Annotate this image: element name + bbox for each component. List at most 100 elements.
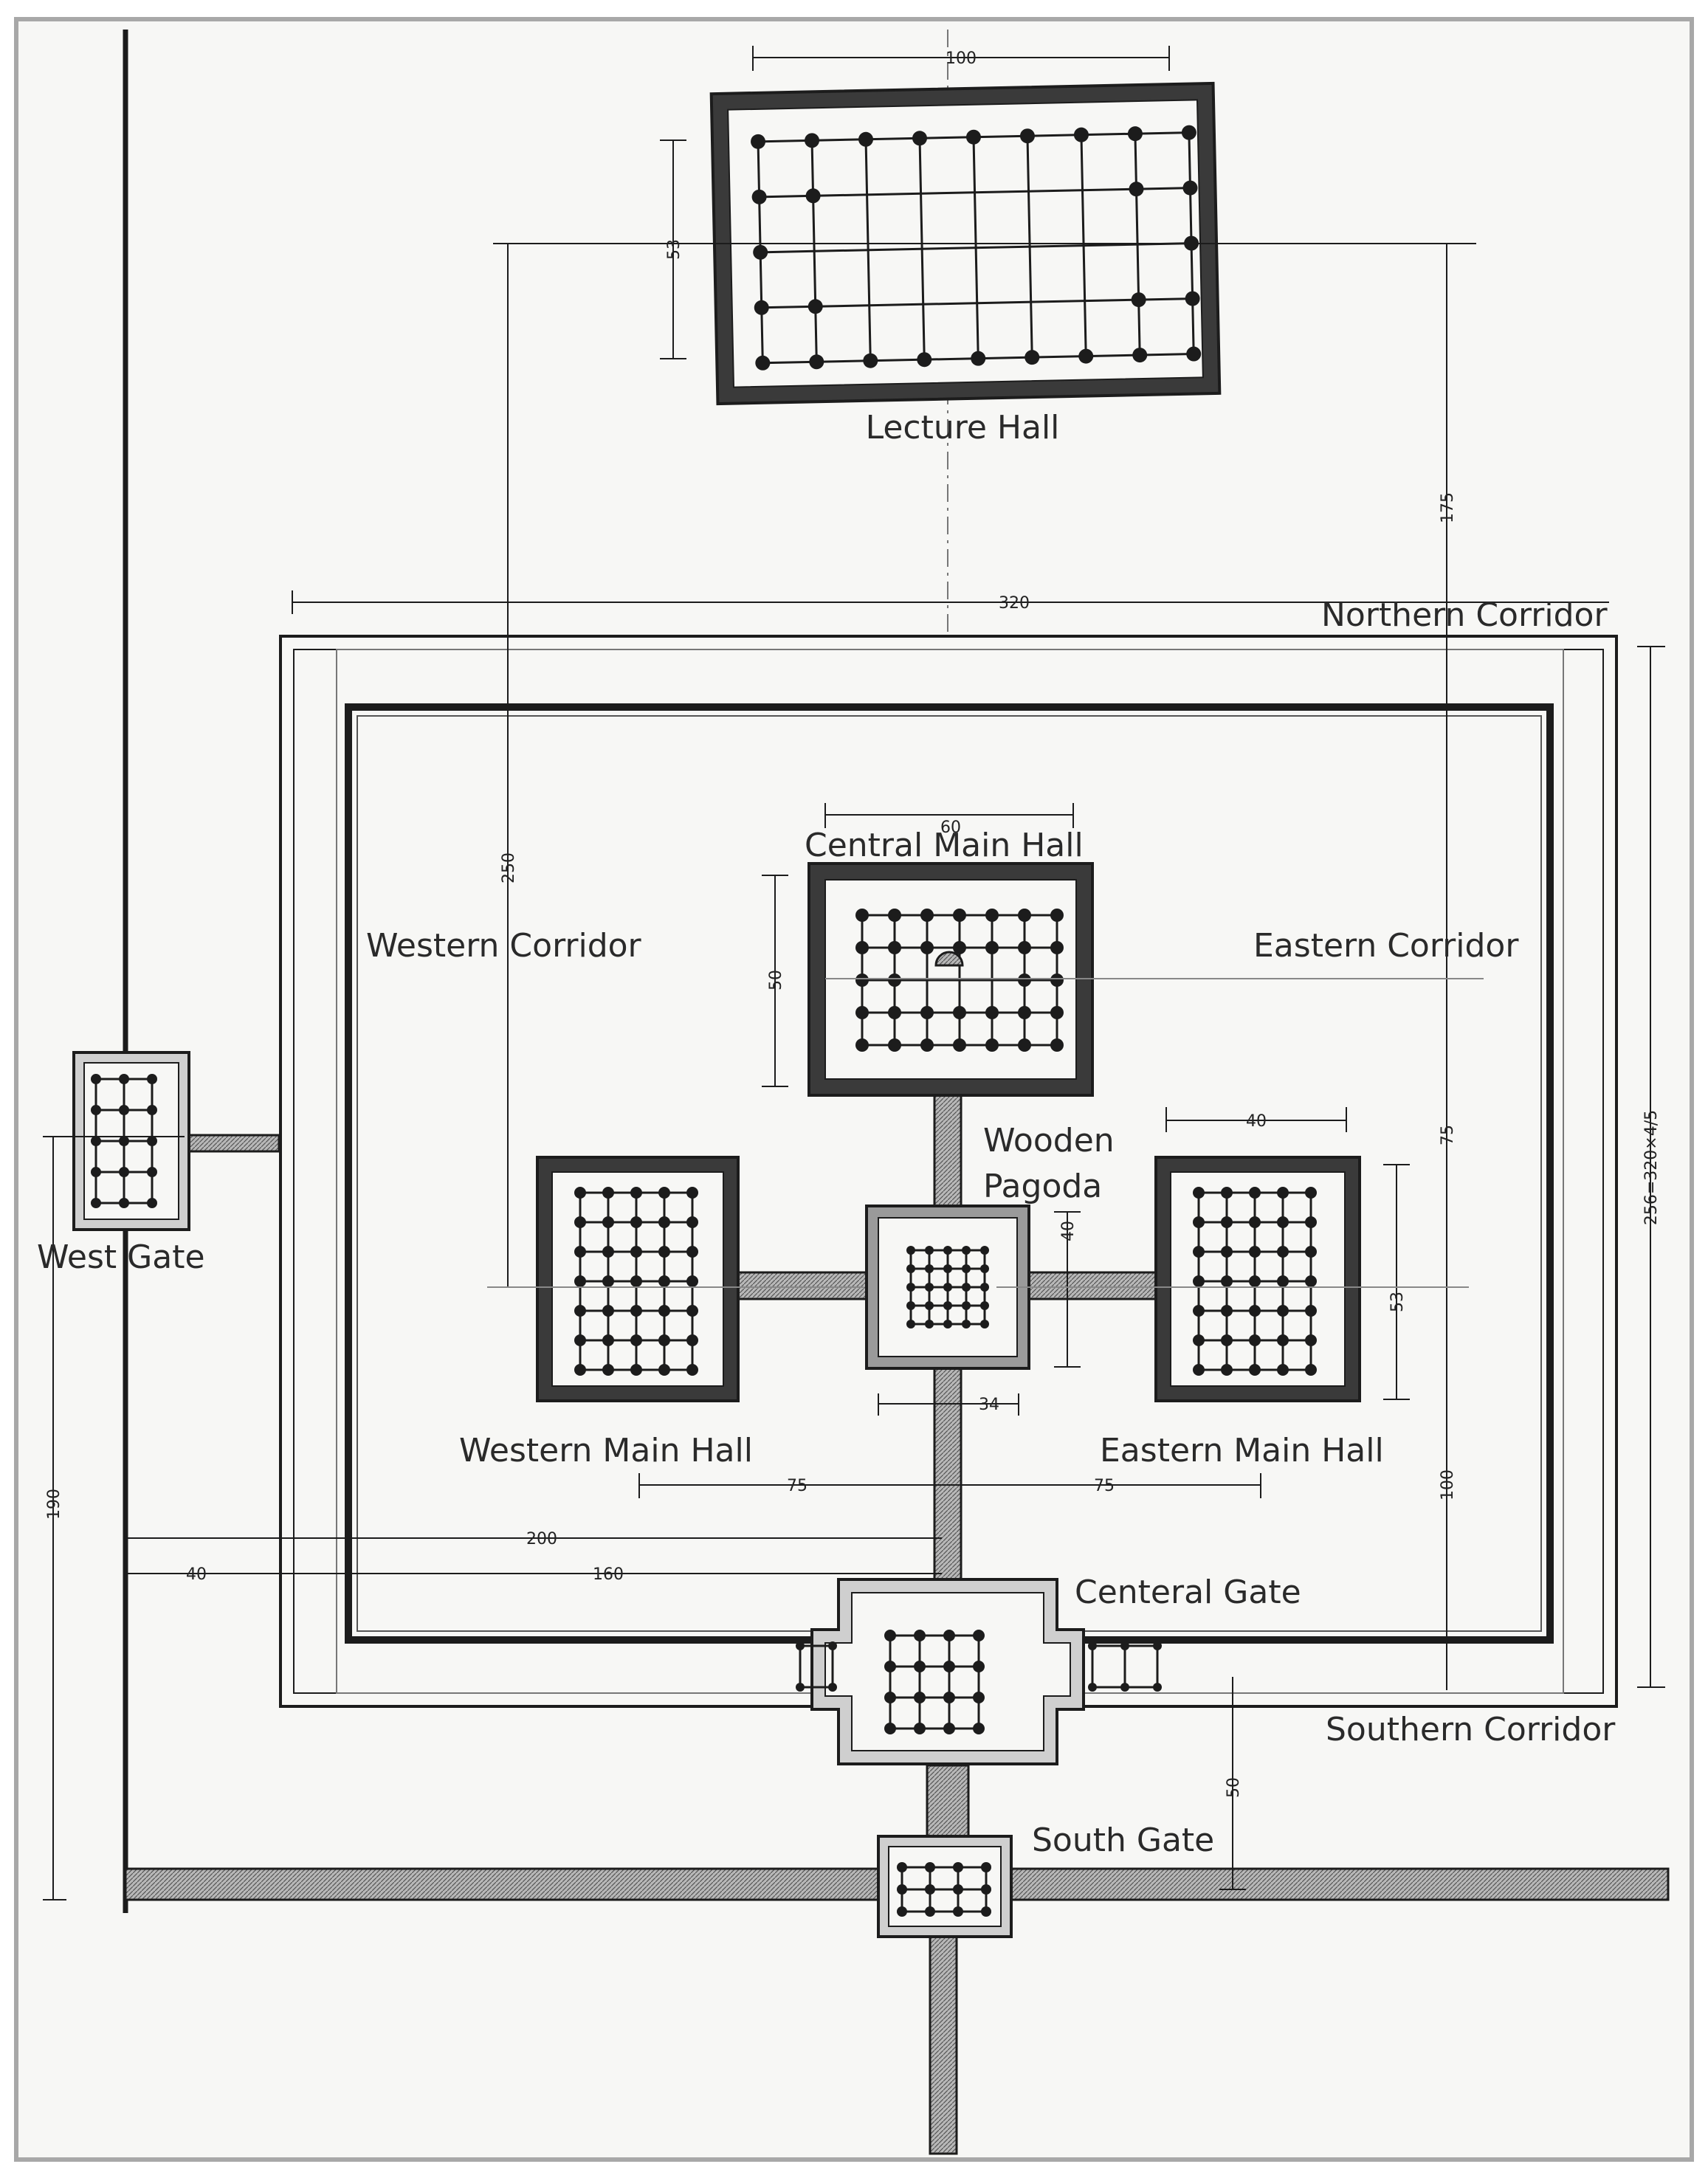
dim-gate-road: 40	[186, 1565, 207, 1584]
column-post	[574, 1187, 586, 1199]
column-post	[686, 1364, 698, 1376]
dim-gate-inner: 160	[593, 1565, 624, 1584]
column-post	[917, 352, 932, 368]
column-post	[755, 355, 771, 371]
column-post	[1277, 1187, 1289, 1199]
column-post	[574, 1246, 586, 1258]
column-post	[888, 941, 901, 954]
column-tie	[864, 139, 872, 361]
walkway-west	[735, 1271, 868, 1300]
column-post	[630, 1305, 642, 1317]
column-post	[912, 131, 927, 146]
column-post	[925, 1301, 934, 1310]
label-west-gate: West Gate	[37, 1238, 205, 1276]
column-post	[686, 1305, 698, 1317]
column-post	[897, 1906, 907, 1917]
column-post	[1050, 909, 1064, 922]
south-gate-columns	[897, 1862, 991, 1917]
column-post	[1277, 1216, 1289, 1228]
column-post	[985, 941, 999, 954]
column-post	[602, 1275, 614, 1287]
column-post	[828, 1641, 837, 1650]
column-post	[888, 1006, 901, 1019]
column-post	[962, 1283, 971, 1292]
central-hall-altar	[934, 951, 964, 967]
column-post	[920, 1038, 934, 1052]
dim-mid-span: 75	[1439, 1125, 1457, 1145]
column-post	[962, 1264, 971, 1273]
dim-east-hall-width: 40	[1246, 1112, 1267, 1131]
column-post	[1249, 1364, 1261, 1376]
column-post	[973, 1692, 985, 1703]
column-post	[953, 1884, 963, 1895]
column-post	[630, 1334, 642, 1346]
column-post	[925, 1906, 935, 1917]
column-post	[943, 1723, 955, 1734]
column-post	[630, 1364, 642, 1376]
column-post	[1221, 1275, 1233, 1287]
column-post	[953, 941, 966, 954]
column-post	[888, 973, 901, 987]
column-post	[981, 1906, 991, 1917]
column-post	[686, 1275, 698, 1287]
column-post	[1305, 1275, 1317, 1287]
column-post	[855, 941, 869, 954]
west-gate-columns	[91, 1074, 157, 1208]
column-post	[884, 1692, 896, 1703]
label-wooden-pagoda-line1: Wooden	[983, 1122, 1115, 1159]
column-post	[943, 1320, 952, 1328]
column-post	[574, 1364, 586, 1376]
column-post	[1018, 909, 1031, 922]
column-post	[1127, 126, 1143, 142]
column-post	[1305, 1364, 1317, 1376]
column-post	[1193, 1334, 1205, 1346]
western-hall-columns	[574, 1187, 698, 1376]
column-post	[943, 1246, 952, 1255]
column-post	[925, 1264, 934, 1273]
column-tie	[972, 137, 979, 359]
column-post	[1277, 1305, 1289, 1317]
column-post	[985, 1038, 999, 1052]
column-post	[858, 131, 874, 147]
column-post	[943, 1630, 955, 1641]
column-post	[1182, 180, 1198, 196]
column-tie	[1134, 134, 1141, 356]
column-post	[980, 1264, 989, 1273]
column-post	[147, 1105, 157, 1115]
column-post	[1221, 1216, 1233, 1228]
column-post	[980, 1301, 989, 1310]
corridor-columns	[796, 1641, 1162, 1692]
column-post	[751, 134, 766, 149]
column-post	[1131, 292, 1146, 308]
column-post	[658, 1187, 670, 1199]
column-post	[965, 129, 981, 145]
column-post	[91, 1198, 101, 1208]
column-post	[855, 973, 869, 987]
column-post	[980, 1283, 989, 1292]
column-post	[1018, 1006, 1031, 1019]
column-post	[1181, 125, 1196, 140]
column-post	[119, 1136, 129, 1146]
column-post	[1088, 1641, 1097, 1650]
column-post	[1277, 1246, 1289, 1258]
column-post	[888, 1038, 901, 1052]
column-post	[686, 1334, 698, 1346]
column-post	[809, 354, 824, 370]
column-post	[1018, 941, 1031, 954]
column-post	[1078, 348, 1094, 364]
eastern-hall-columns	[1193, 1187, 1317, 1376]
column-post	[1305, 1246, 1317, 1258]
column-post	[658, 1364, 670, 1376]
column-post	[574, 1216, 586, 1228]
column-post	[1186, 346, 1202, 362]
column-post	[943, 1283, 952, 1292]
label-western-corridor: Western Corridor	[366, 927, 642, 965]
column-tie	[1080, 134, 1087, 356]
label-wooden-pagoda-line2: Pagoda	[983, 1168, 1102, 1205]
column-post	[1019, 128, 1035, 144]
column-post	[1050, 1006, 1064, 1019]
walkway-central-south	[933, 1365, 963, 1590]
column-post	[805, 133, 820, 148]
column-post	[1073, 127, 1089, 142]
column-post	[973, 1723, 985, 1734]
